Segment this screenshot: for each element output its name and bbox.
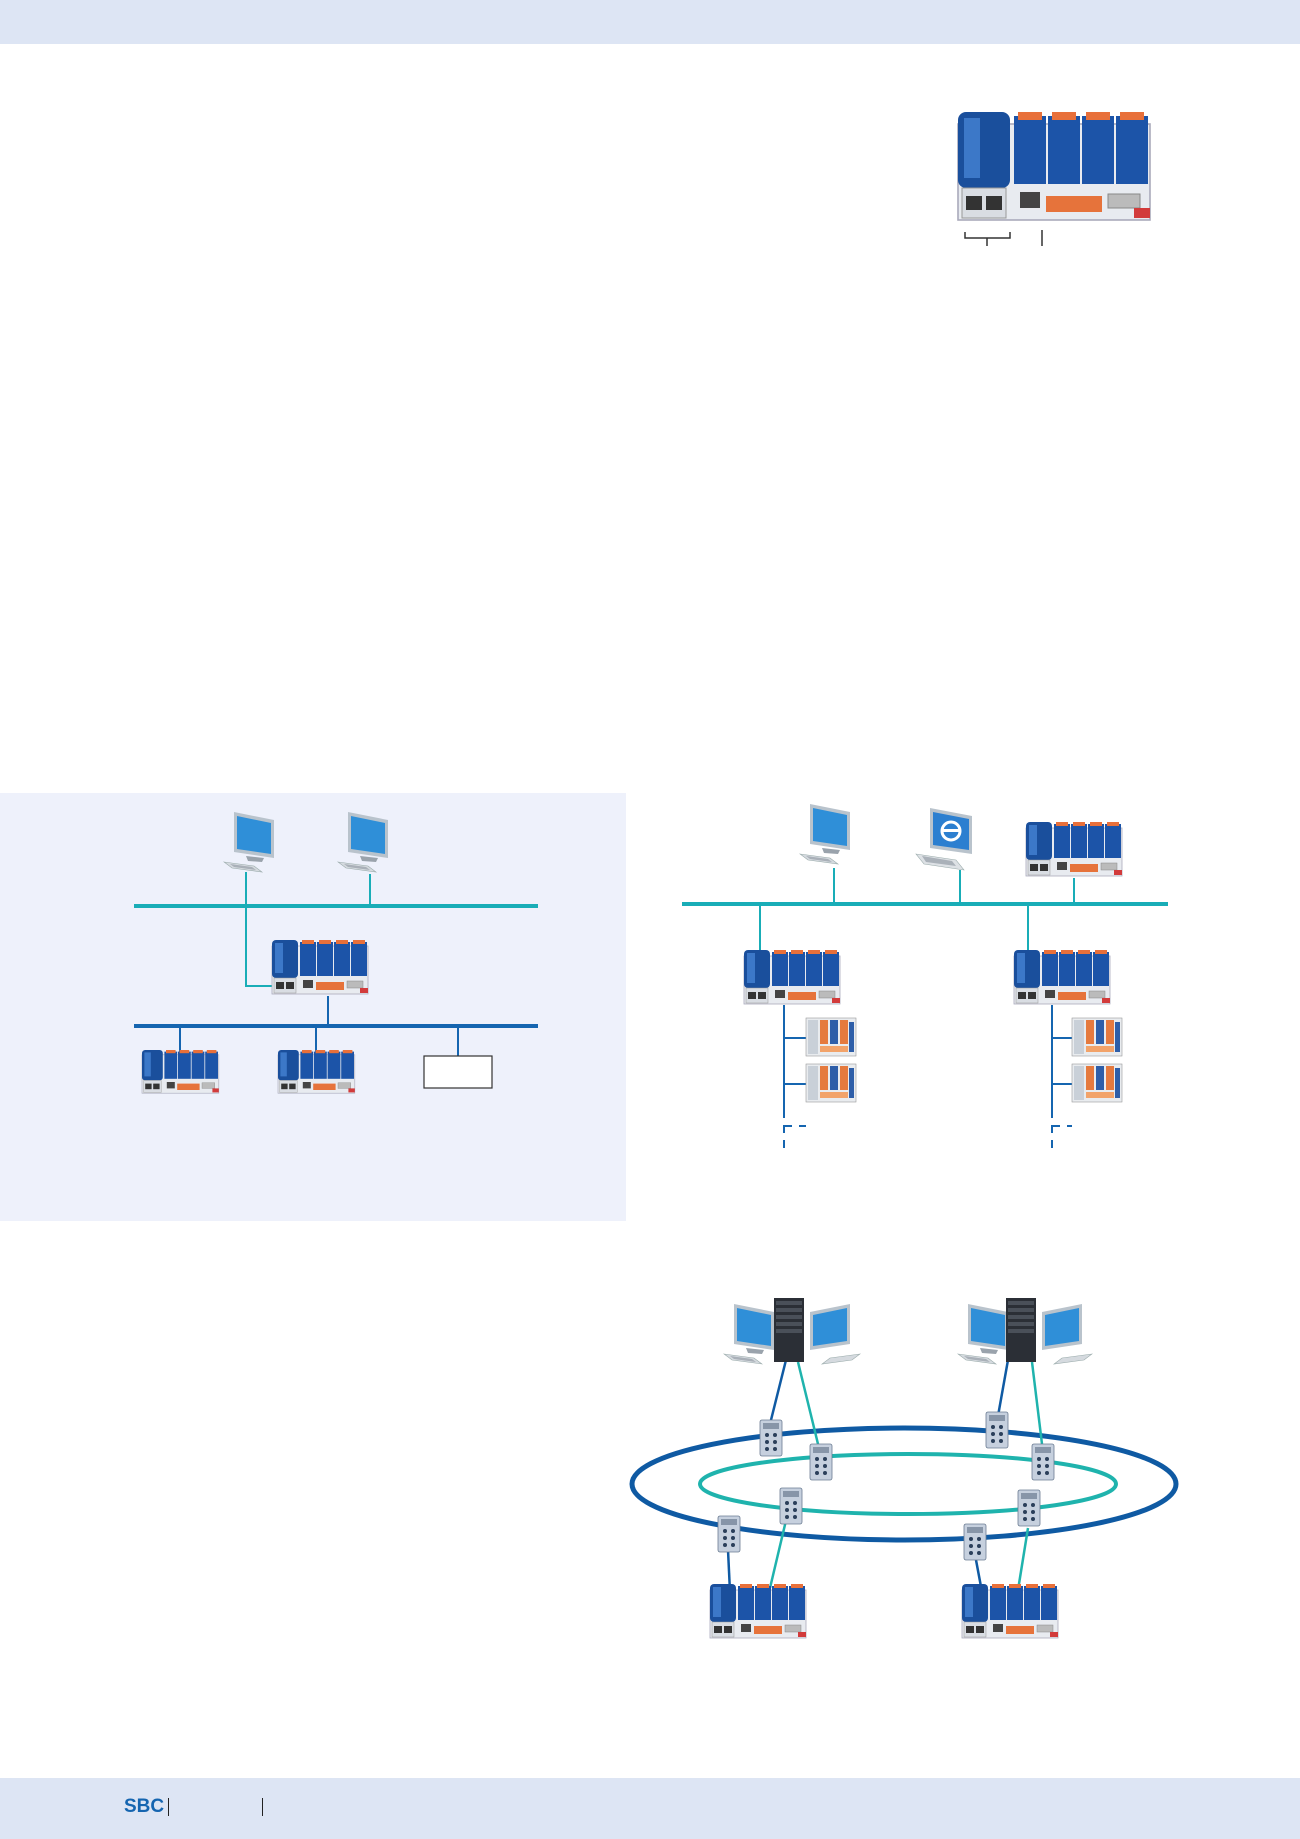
third-party-device-box xyxy=(423,1055,493,1089)
server-tower-icon xyxy=(774,1298,804,1362)
monitor-icon xyxy=(1041,1303,1093,1365)
pcd-controller-icon xyxy=(957,111,1151,221)
monitor-icon xyxy=(337,811,389,873)
io-module-icon xyxy=(805,1017,857,1057)
monitor-icon xyxy=(723,1303,775,1365)
pcd-controller-icon xyxy=(1013,949,1111,1005)
monitor-icon xyxy=(957,1303,1009,1365)
top-header-band xyxy=(0,0,1300,44)
network-switch-icon xyxy=(1017,1489,1041,1527)
link-line xyxy=(1016,1527,1030,1591)
pcd-controller-icon xyxy=(141,1049,220,1094)
network-switch-icon xyxy=(963,1523,987,1561)
pcd-controller-icon xyxy=(277,1049,356,1094)
io-module-icon xyxy=(805,1063,857,1103)
monitor-icon xyxy=(799,803,851,865)
ethernet-ports-bracket xyxy=(964,232,1011,246)
diagram-panel-background xyxy=(0,793,626,1221)
pcd-controller-icon xyxy=(961,1583,1059,1639)
link-line xyxy=(796,1361,820,1445)
monitor-icon xyxy=(809,1303,861,1365)
network-switch-icon xyxy=(985,1411,1009,1449)
io-module-icon xyxy=(1071,1017,1123,1057)
link-line xyxy=(1030,1361,1044,1445)
pcd-controller-icon xyxy=(271,939,369,995)
footer-band xyxy=(0,1778,1300,1839)
drop-line xyxy=(245,906,272,987)
network-switch-icon xyxy=(779,1487,803,1525)
network-switch-icon xyxy=(759,1419,783,1457)
footer-separator xyxy=(168,1798,169,1816)
outer-ring xyxy=(629,1425,1179,1543)
monitor-icon xyxy=(223,811,275,873)
link-line xyxy=(996,1359,1010,1417)
pcd-controller-icon xyxy=(743,949,841,1005)
io-module-icon xyxy=(1071,1063,1123,1103)
pcd-controller-icon xyxy=(709,1583,807,1639)
footer-separator xyxy=(262,1798,263,1816)
link-line xyxy=(768,1359,788,1425)
network-switch-icon xyxy=(717,1515,741,1553)
inner-ring xyxy=(698,1452,1118,1516)
server-tower-icon xyxy=(1006,1298,1036,1362)
footer-brand: SBC xyxy=(124,1796,165,1817)
network-switch-icon xyxy=(1031,1443,1055,1481)
link-line xyxy=(768,1511,790,1589)
pcd-controller-icon xyxy=(1025,821,1123,877)
browser-terminal-icon xyxy=(914,806,974,872)
network-switch-icon xyxy=(809,1443,833,1481)
